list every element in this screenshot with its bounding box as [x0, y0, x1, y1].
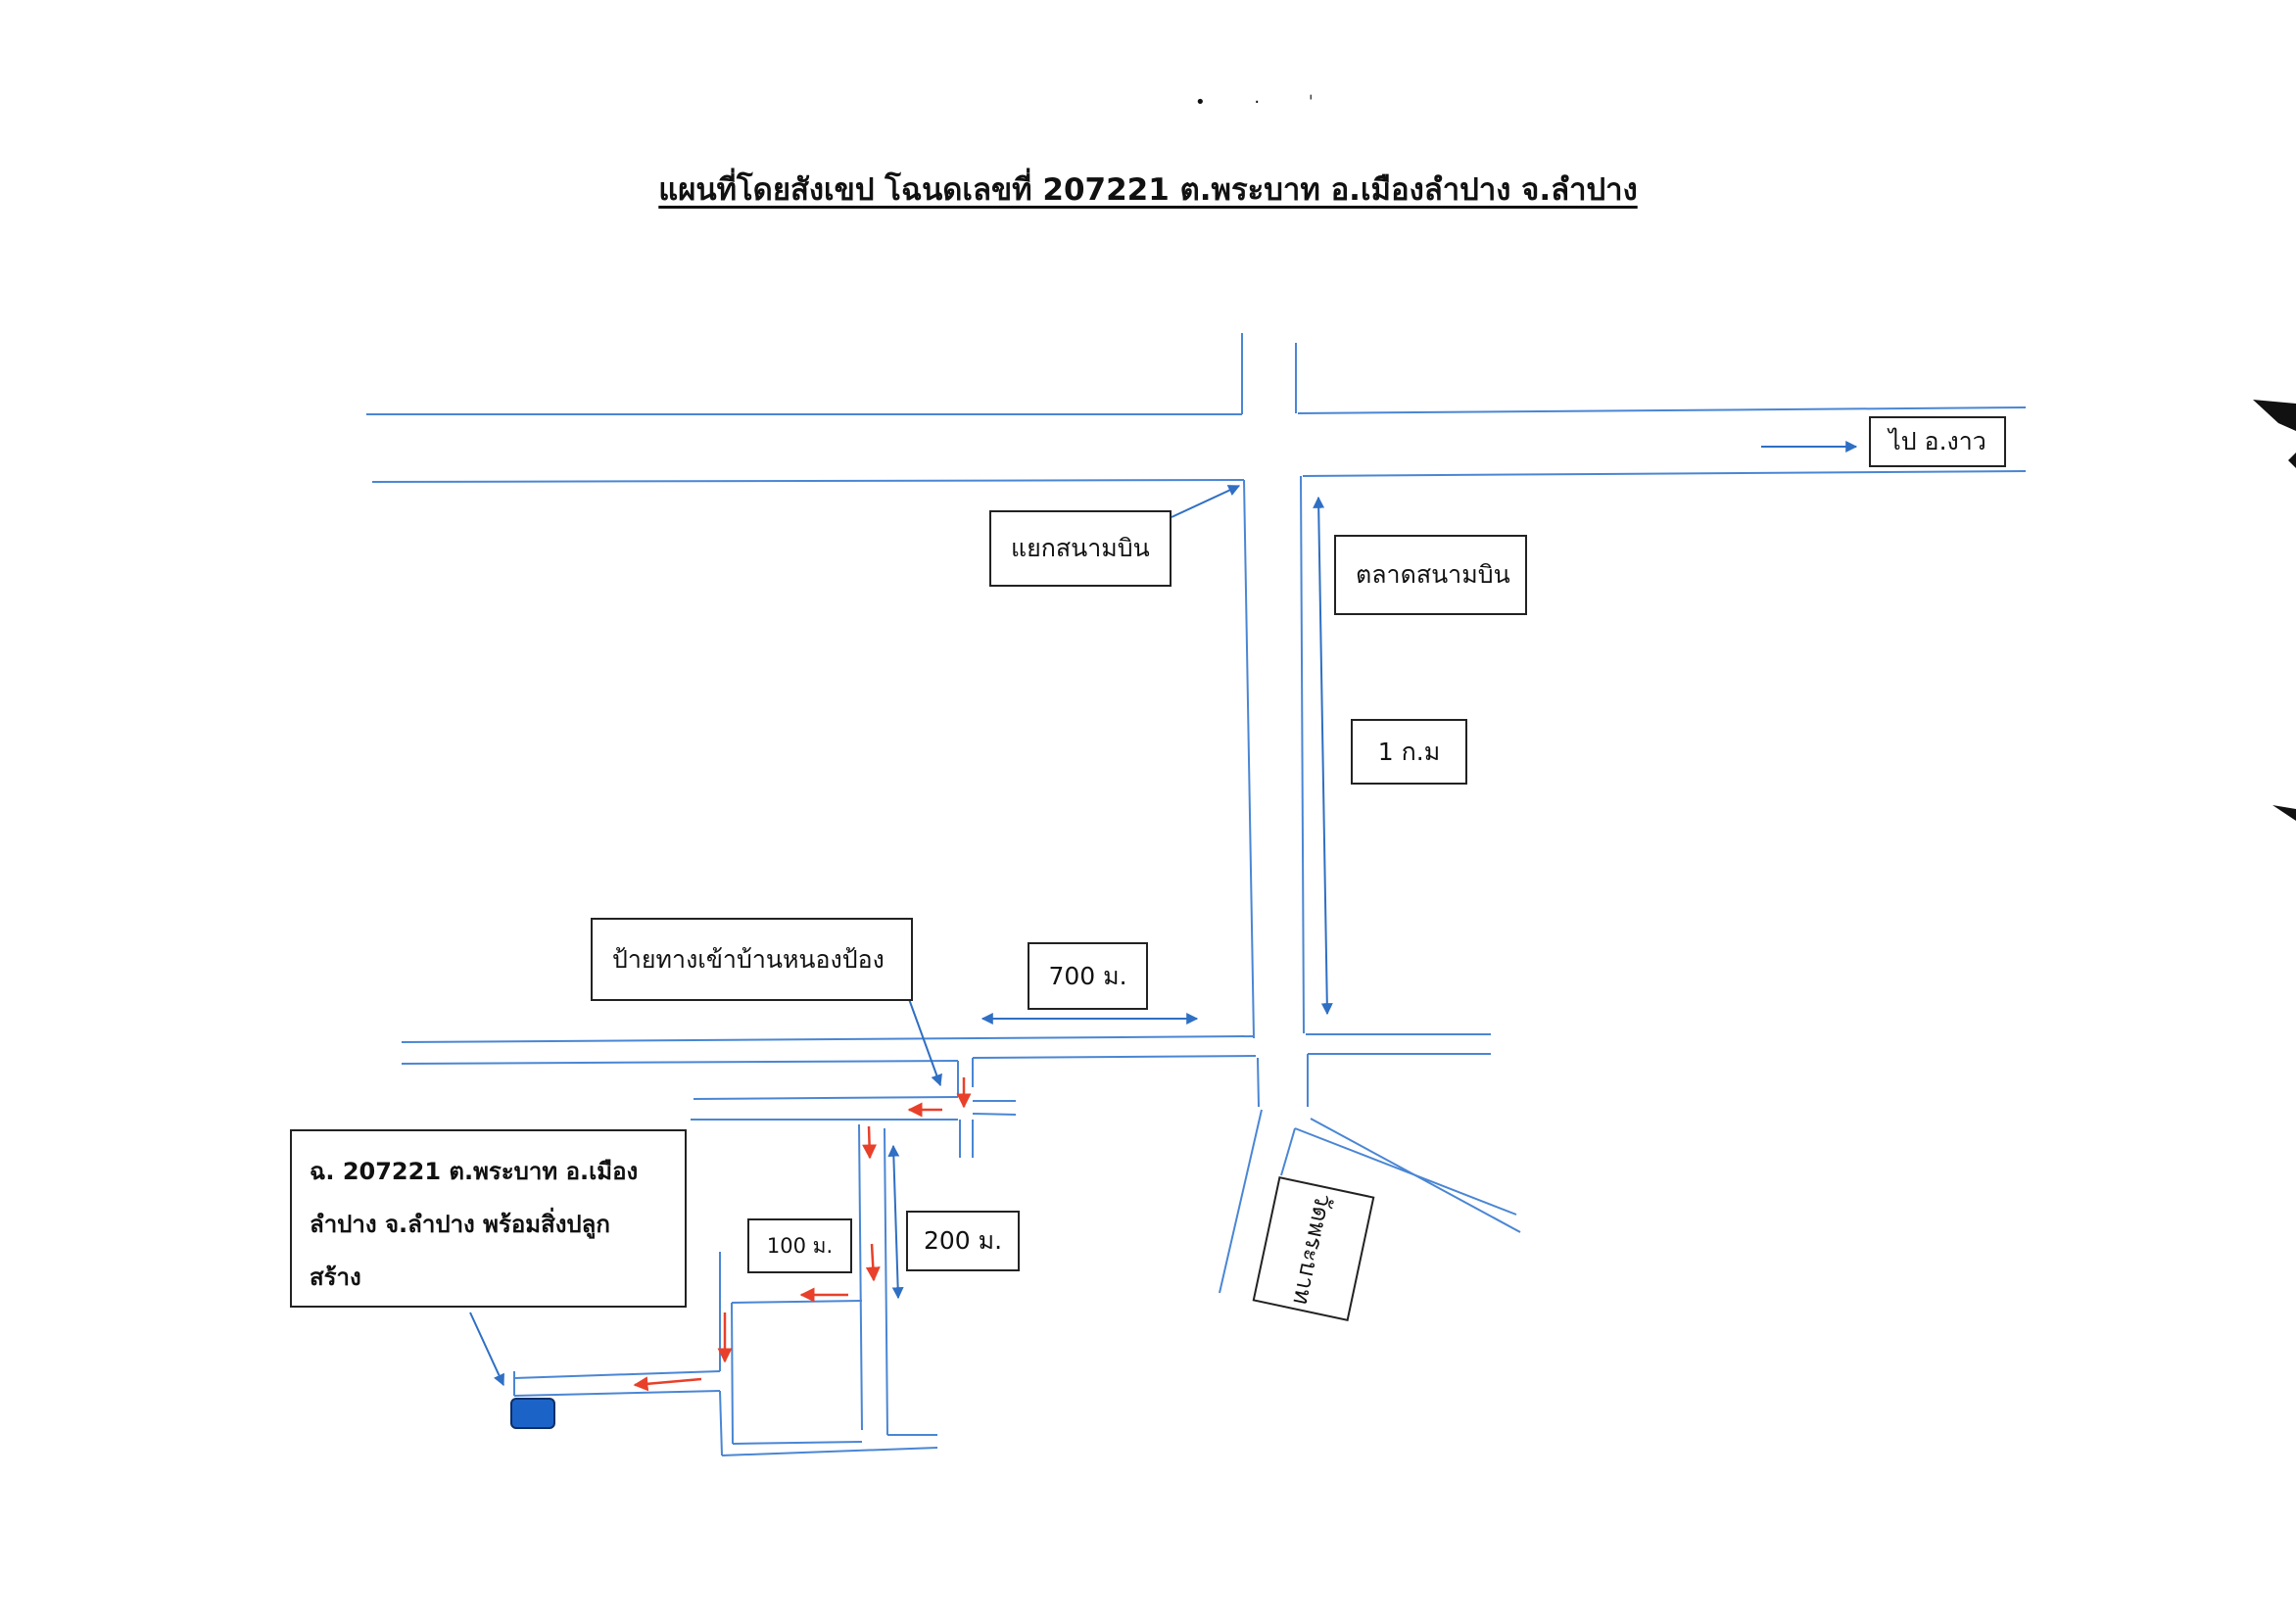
label-distance-100m: 100 ม.	[747, 1218, 852, 1273]
label-distance-700m: 700 ม.	[1028, 942, 1148, 1010]
label-nong-pong-sign: ป้ายทางเข้าบ้านหนองป้อง	[591, 918, 913, 1001]
plot-line-1: ฉ. 207221 ต.พระบาท อ.เมือง	[310, 1158, 639, 1185]
label-distance-200m: 200 ม.	[906, 1211, 1020, 1271]
blue-arrows	[469, 441, 1858, 1387]
plot-line-2: ลำปาง จ.ลำปาง พร้อมสิ่งปลูก	[310, 1211, 610, 1238]
plot-location-marker	[510, 1398, 555, 1429]
road-network	[366, 333, 2027, 1456]
header-marks: • · ˈ	[1195, 92, 1335, 113]
label-airport-junction: แยกสนามบิน	[989, 510, 1172, 587]
label-to-ngao: ไป อ.งาว	[1869, 416, 2006, 467]
red-route-arrows	[633, 1077, 972, 1392]
arrow-plot	[469, 1312, 504, 1387]
arrow-200m	[887, 1144, 904, 1300]
map-title: แผนที่โดยสังเขป โฉนดเลขที่ 207221 ต.พระบ…	[658, 172, 1638, 208]
arrow-1km	[1313, 496, 1333, 1016]
scan-edge-marks	[2253, 400, 2296, 821]
wat-phrabat-text: วัดพระบาท	[1287, 1190, 1339, 1308]
plot-line-3: สร้าง	[310, 1264, 361, 1291]
plot-description: ฉ. 207221 ต.พระบาท อ.เมือง ลำปาง จ.ลำปาง…	[290, 1129, 687, 1308]
arrow-nong-pong-sign	[908, 998, 942, 1087]
arrow-airport-junction	[1171, 485, 1241, 518]
label-distance-1km: 1 ก.ม	[1351, 719, 1467, 785]
label-airport-market: ตลาดสนามบิน	[1334, 535, 1527, 615]
